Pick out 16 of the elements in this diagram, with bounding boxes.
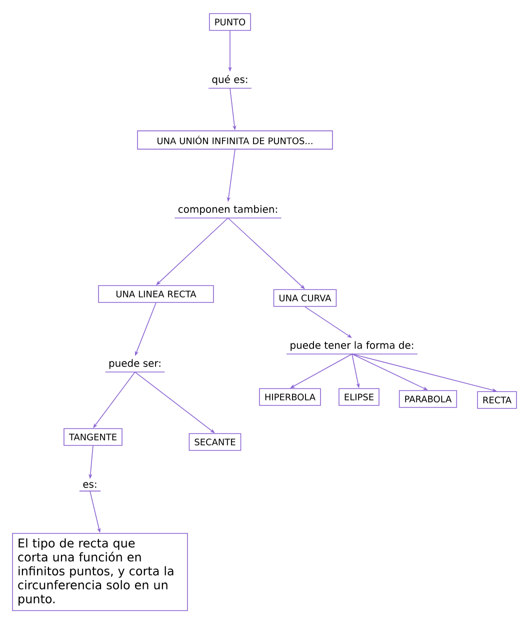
concept-box: HIPERBOLA xyxy=(259,388,321,406)
underlined-label: qué es: xyxy=(208,74,252,89)
underlined-label: puede ser: xyxy=(104,359,166,372)
concept-box: RECTA xyxy=(477,391,517,409)
concept-box: ELIPSE xyxy=(338,388,380,406)
concept-box: SECANTE xyxy=(188,433,242,451)
concept-box: UNA CURVA xyxy=(273,289,337,307)
concept-box: TANGENTE xyxy=(64,428,122,446)
concept-box: UNA UNIÓN INFINITA DE PUNTOS... xyxy=(137,130,333,150)
underlined-label: componen tambien: xyxy=(174,205,282,218)
underlined-label: puede tener la forma de: xyxy=(286,341,418,354)
concept-box: UNA LINEA RECTA xyxy=(98,285,214,303)
concept-box: PUNTO xyxy=(209,13,251,31)
concept-box: PARABOLA xyxy=(398,390,458,408)
underlined-label: es: xyxy=(79,482,101,492)
concept-box: El tipo de recta que corta una función en infinitos puntos, y corta la circunferencia solo en un punto. xyxy=(12,532,188,612)
